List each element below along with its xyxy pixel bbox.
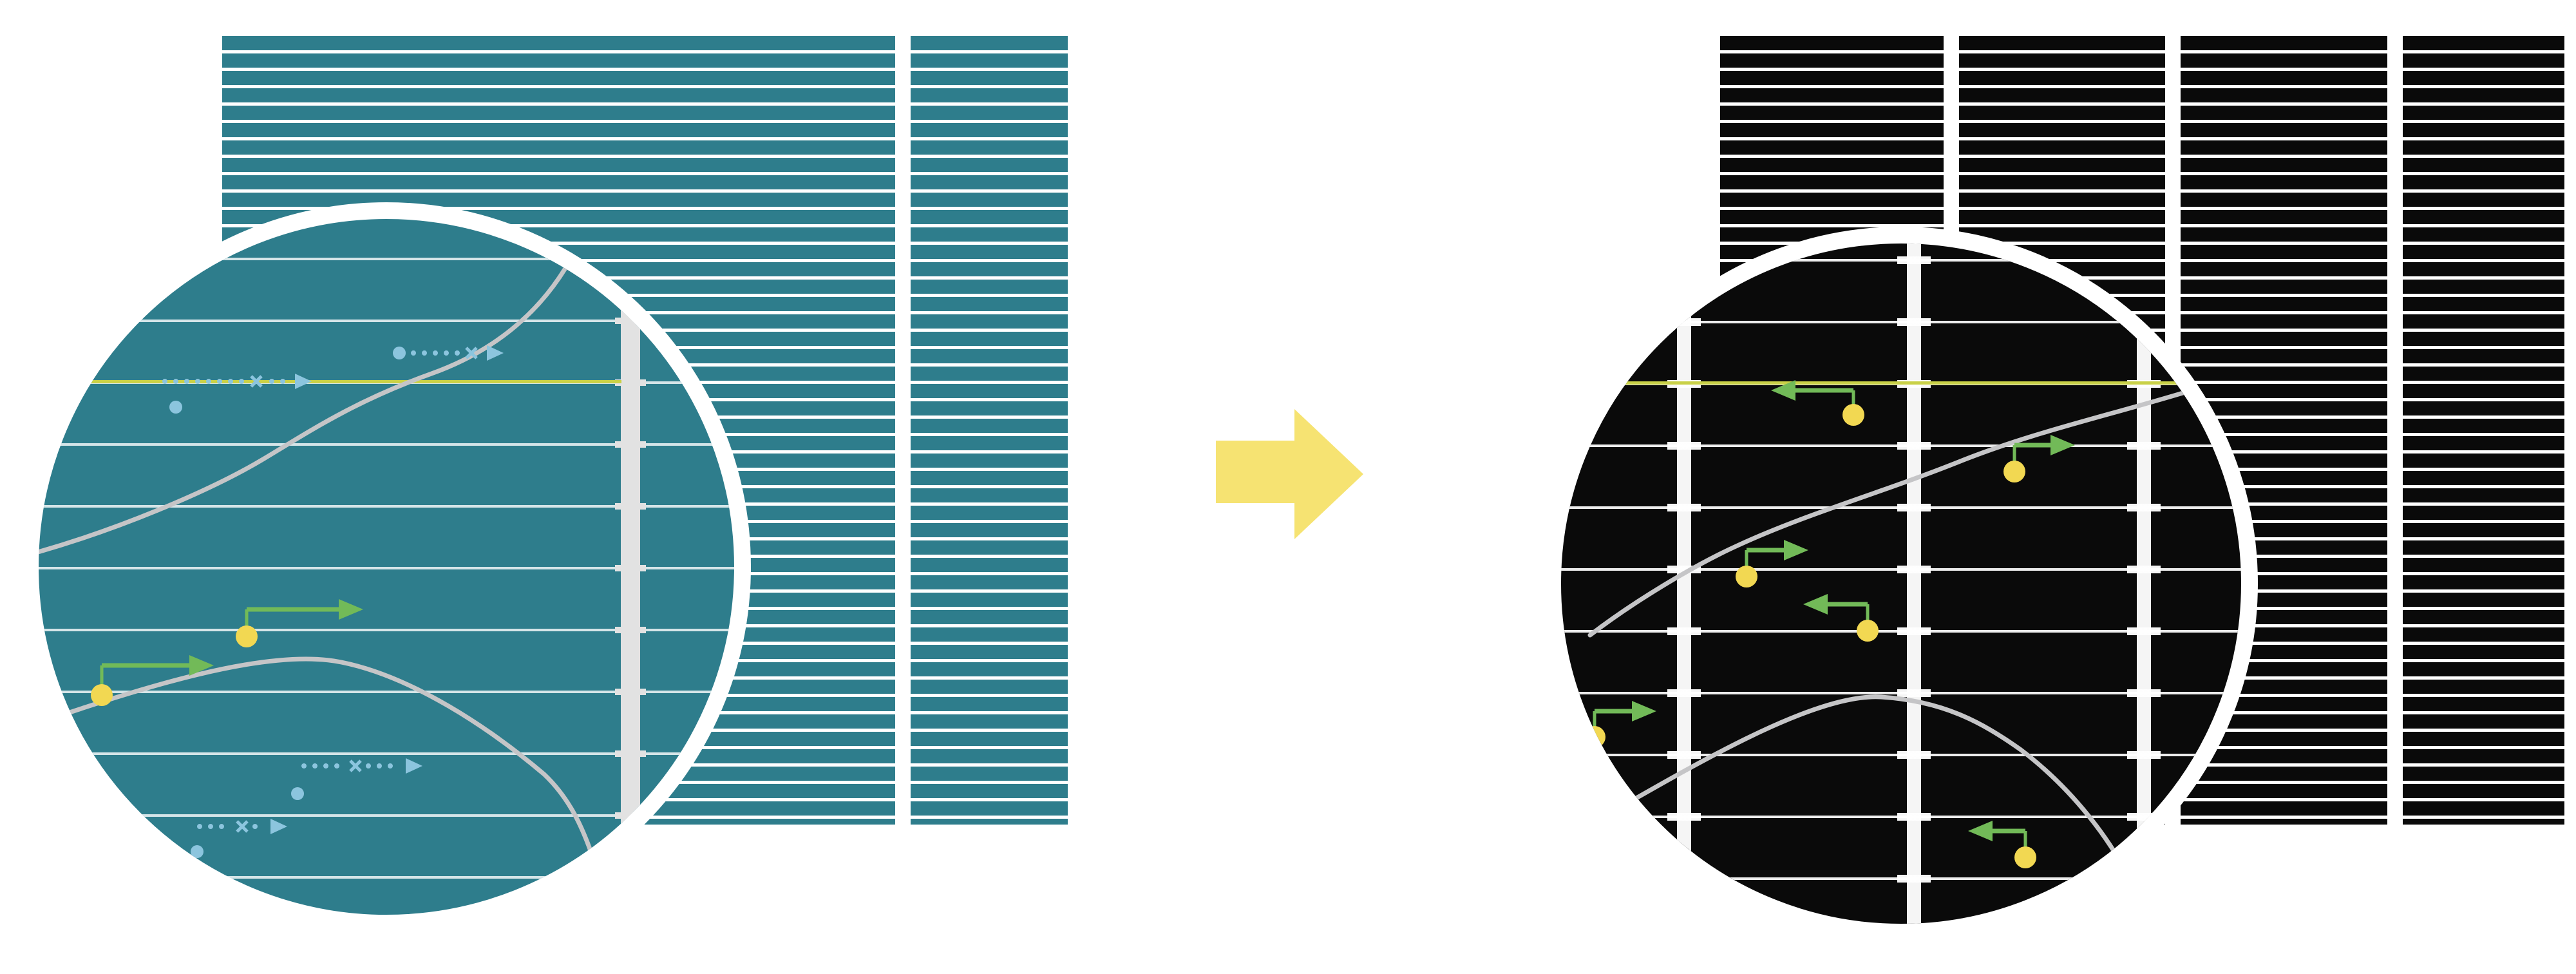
carrier-collection-arrow — [1968, 821, 2036, 868]
left-magnifier-overlay — [39, 233, 596, 863]
path-arrowhead — [339, 599, 363, 620]
busbar-ticks — [2127, 244, 2161, 924]
carrier-collection-arrow — [91, 655, 214, 706]
carrier-collection-arrow — [2003, 435, 2075, 482]
carrier-dot — [1584, 726, 1605, 748]
recombination-x — [236, 820, 249, 833]
transition-arrow — [1216, 409, 1363, 539]
carrier-collection-arrow — [1803, 594, 1879, 642]
path-arrowhead — [1632, 701, 1656, 721]
right-magnifier-overlay — [1584, 372, 2241, 895]
recombination-x — [349, 759, 362, 772]
path-arrowhead — [295, 374, 312, 389]
electron-dot — [393, 347, 406, 359]
busbar-ticks — [1897, 244, 1931, 924]
electron-dot — [191, 845, 204, 858]
recombination-x — [465, 347, 478, 359]
electron-dot — [291, 787, 304, 800]
grain-boundary-curve — [1587, 372, 2241, 638]
collection-line — [39, 380, 621, 383]
grain-boundary-curve — [39, 656, 596, 863]
carrier-collection-arrow — [1771, 380, 1864, 426]
recombination-x — [250, 375, 263, 388]
carrier-dot — [2014, 846, 2036, 868]
carrier-collection-arrow — [236, 599, 363, 647]
busbar-ticks — [1667, 244, 1701, 924]
grain-boundary-curve — [1610, 694, 2139, 895]
path-arrowhead — [270, 819, 287, 834]
right-magnifier — [1544, 227, 2258, 941]
path-arrowhead — [189, 655, 214, 676]
electron-path-lost — [291, 758, 422, 800]
path-arrowhead — [406, 758, 422, 774]
path-arrowhead — [1803, 594, 1828, 615]
carrier-dot — [91, 684, 113, 706]
path-arrowhead — [2050, 435, 2075, 455]
carrier-dot — [1736, 566, 1757, 587]
path-arrowhead — [487, 345, 504, 361]
carrier-dot — [236, 625, 258, 647]
path-arrowhead — [1771, 380, 1795, 401]
carrier-dot — [1857, 620, 1879, 642]
carrier-dot — [1842, 404, 1864, 426]
collection-line — [1561, 381, 2241, 385]
carrier-collection-arrow — [1736, 540, 1808, 587]
path-arrowhead — [1968, 821, 1993, 841]
busbar-ticks — [615, 219, 646, 915]
path-arrowhead — [1784, 540, 1808, 560]
electron-dot — [169, 401, 182, 414]
cell-column — [911, 36, 1068, 825]
carrier-collection-arrow — [1584, 701, 1656, 748]
left-magnifier — [22, 202, 751, 931]
grain-boundary-curve — [39, 233, 585, 555]
electron-path-lost — [191, 819, 287, 858]
carrier-dot — [2003, 461, 2025, 482]
cell-column — [2403, 36, 2564, 825]
electron-path-lost — [162, 374, 312, 414]
electron-path-lost — [393, 345, 504, 361]
